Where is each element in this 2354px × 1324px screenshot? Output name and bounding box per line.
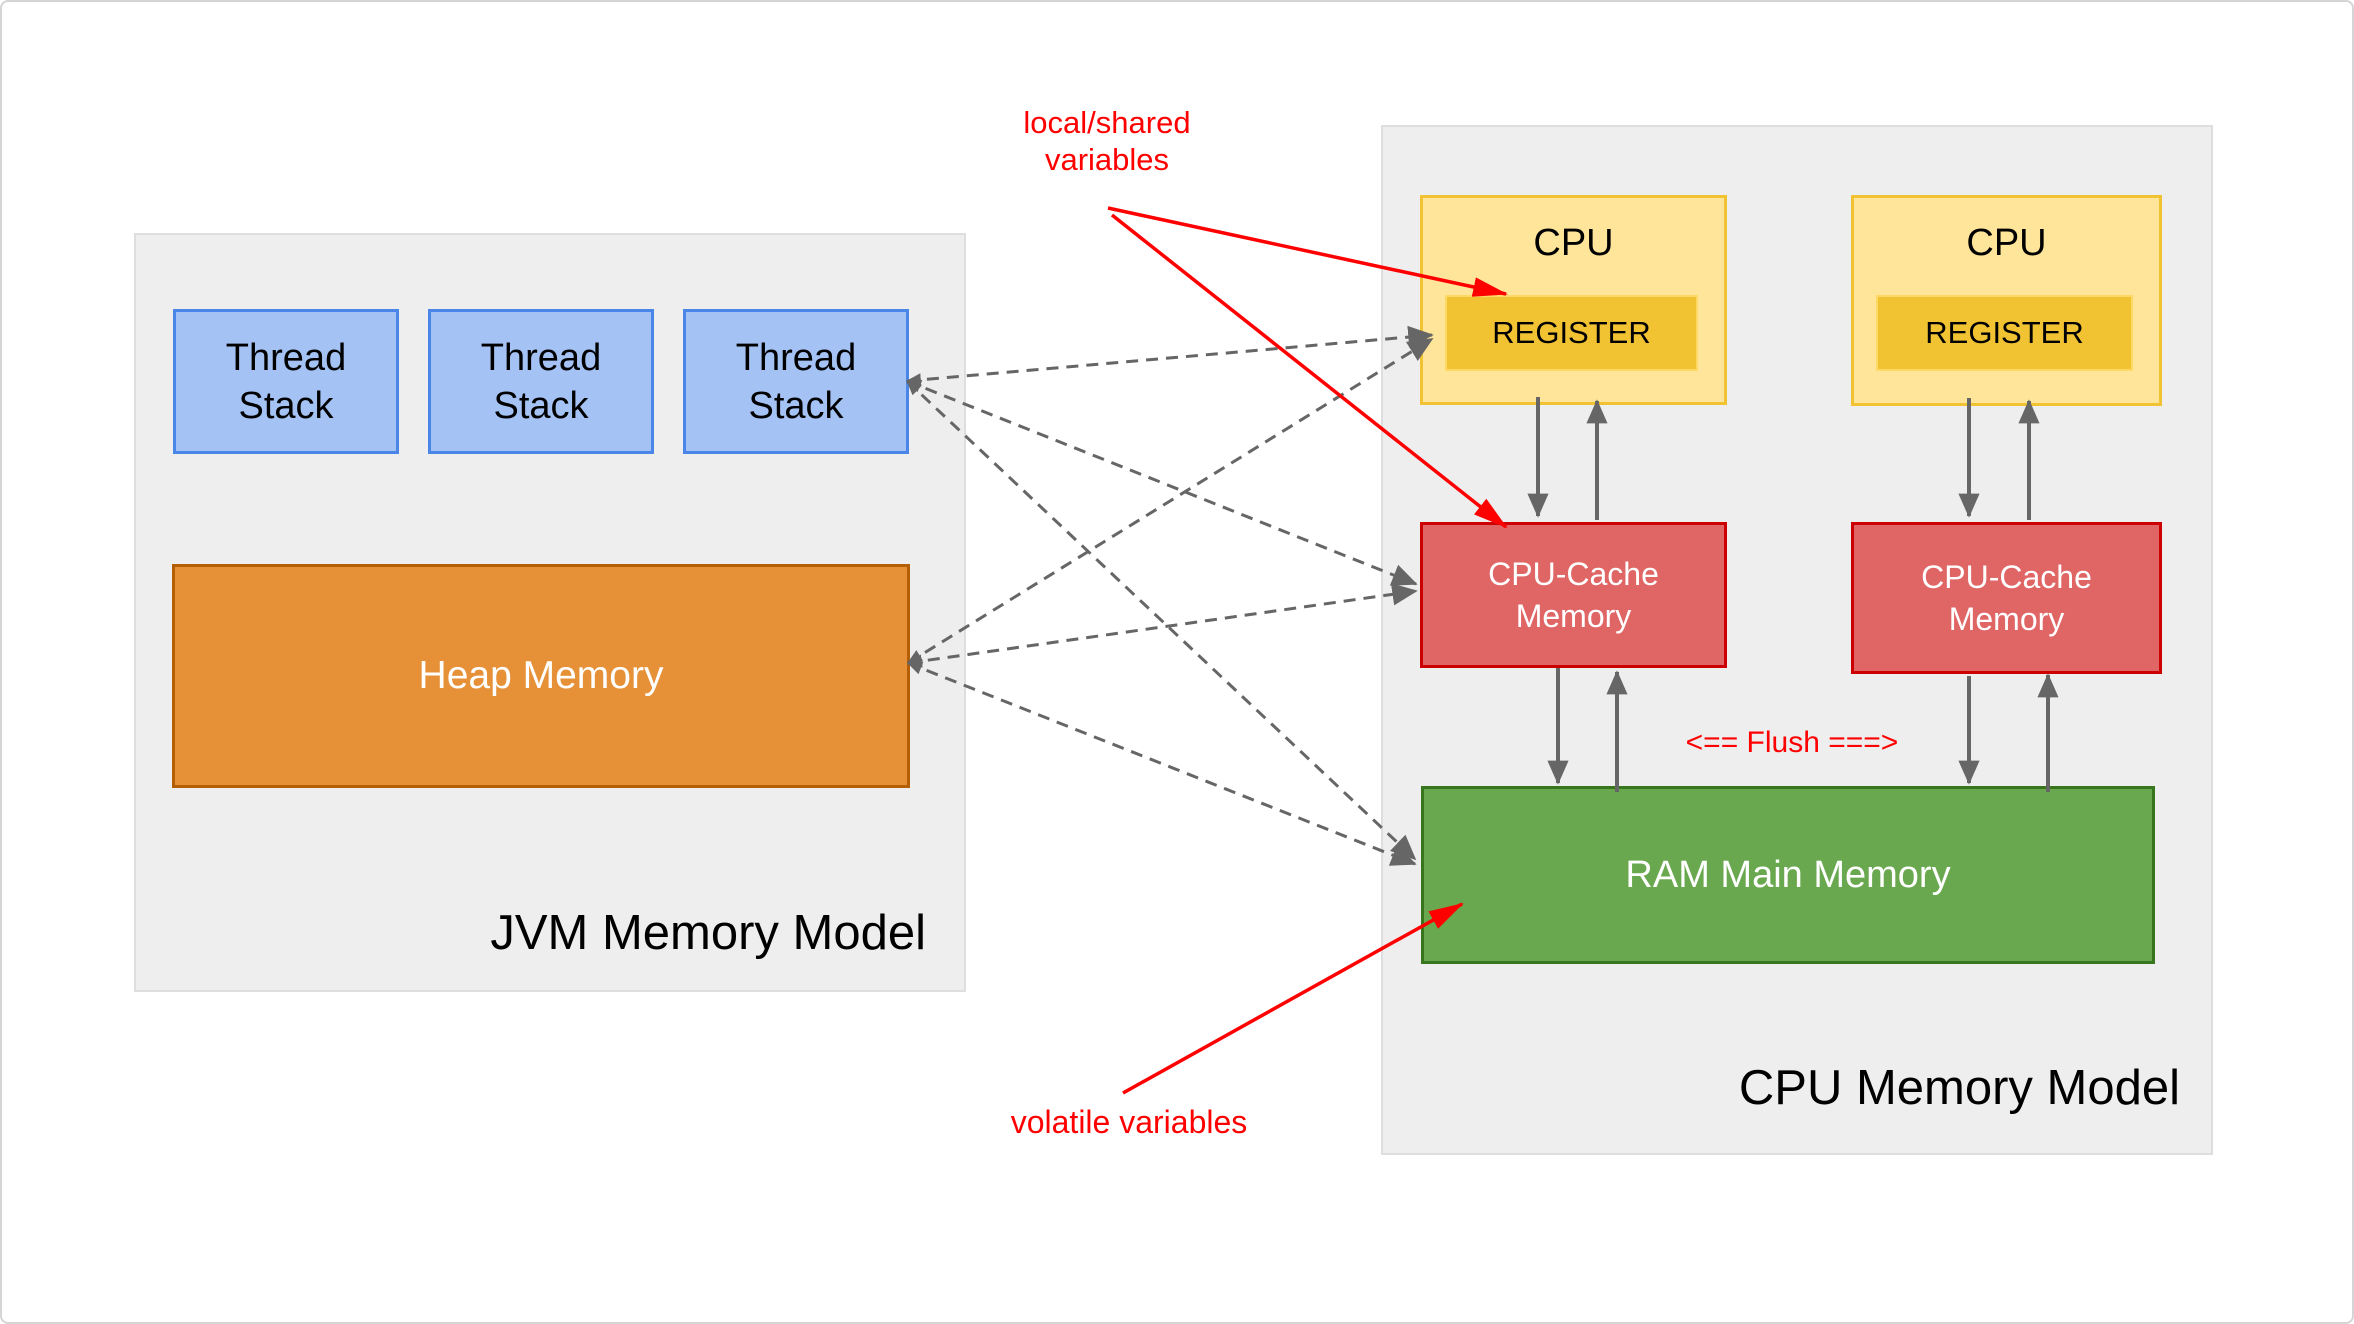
connector-heap-ram (907, 661, 1417, 866)
heap-memory-label: Heap Memory (418, 654, 664, 697)
jvm-model-label: JVM Memory Model (490, 906, 926, 960)
connector-thread-ram (905, 379, 1417, 861)
local-shared-variables-label: local/shared variables (1023, 105, 1191, 177)
thread-stack-label: Thread Stack (225, 336, 347, 427)
cpu-cache-box-1: CPU-Cache Memory (1420, 522, 1727, 668)
ram-main-memory-box: RAM Main Memory (1421, 786, 2155, 964)
register-label: REGISTER (1925, 315, 2084, 350)
thread-stack-box-1: Thread Stack (173, 309, 399, 454)
register-box-2: REGISTER (1876, 295, 2133, 371)
cpu-label: CPU (1533, 222, 1614, 264)
connector-heap-cache (906, 583, 1418, 668)
connector-thread-register (905, 325, 1434, 387)
cpu-cache-box-2: CPU-Cache Memory (1851, 522, 2162, 674)
thread-stack-box-3: Thread Stack (683, 309, 909, 454)
flush-label: <== Flush ===> (1685, 726, 1899, 759)
cpu-label: CPU (1966, 222, 2047, 264)
heap-memory-box: Heap Memory (172, 564, 910, 788)
dashed-connectors (905, 325, 1434, 866)
cpu-box-2: CPU REGISTER (1851, 195, 2162, 406)
connector-thread-cache (906, 379, 1418, 586)
thread-stack-label: Thread Stack (735, 336, 857, 427)
volatile-variables-label: volatile variables (1010, 1104, 1248, 1140)
cpu-box-1: CPU REGISTER (1420, 195, 1727, 405)
register-label: REGISTER (1492, 315, 1651, 350)
ram-main-memory-label: RAM Main Memory (1625, 853, 1951, 896)
connector-heap-register (907, 337, 1434, 665)
thread-stack-label: Thread Stack (480, 336, 602, 427)
cpu-cache-label: CPU-Cache Memory (1488, 556, 1659, 634)
cpu-cache-label: CPU-Cache Memory (1921, 559, 2092, 637)
thread-stack-box-2: Thread Stack (428, 309, 654, 454)
cpu-model-label: CPU Memory Model (1738, 1061, 2180, 1115)
register-box-1: REGISTER (1445, 295, 1698, 371)
